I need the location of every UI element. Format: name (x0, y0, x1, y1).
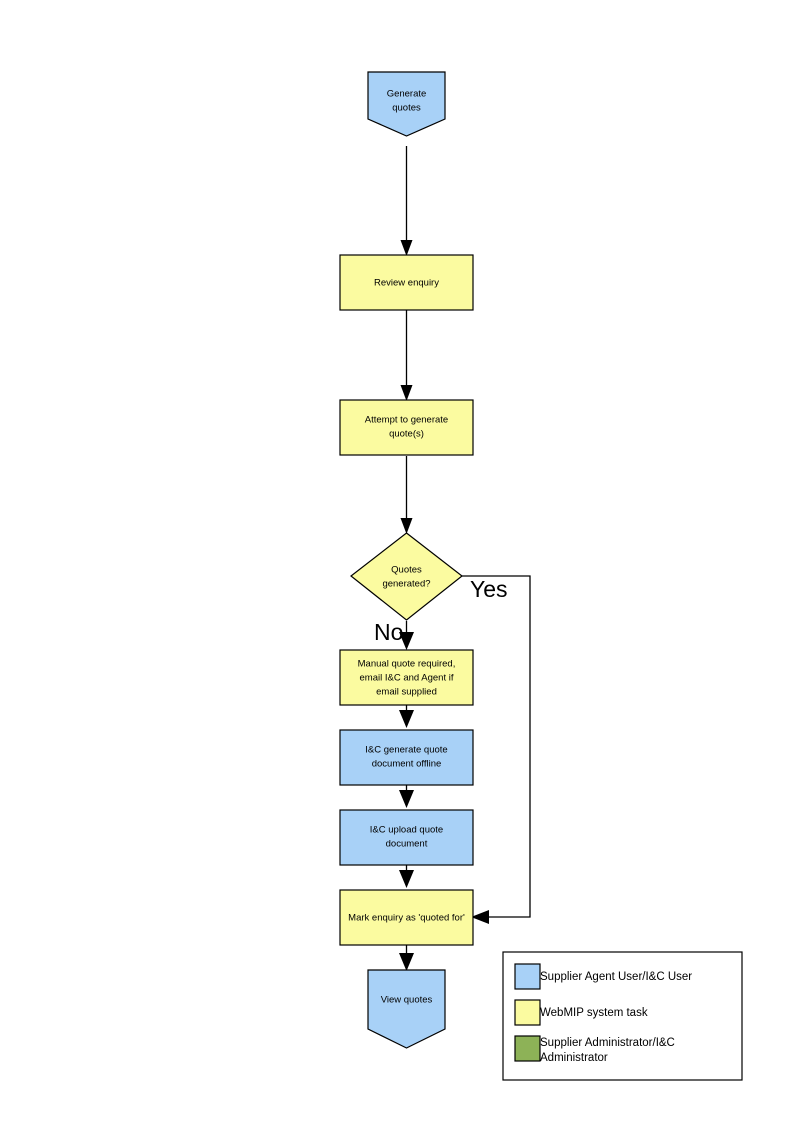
node-review-enquiry[interactable]: Review enquiry (339, 254, 474, 311)
node-generate-quotes[interactable]: Generate quotes (367, 71, 446, 137)
node-quotes-generated-decision[interactable]: Quotes generated? (350, 532, 463, 621)
node-label-line-0: I&C upload quote (370, 825, 443, 836)
legend-item-webmip-system-task: WebMIP system task (514, 999, 648, 1026)
arrowhead-view-quotes (399, 953, 414, 971)
node-label-line-1: document (386, 839, 428, 850)
node-shape-rect (339, 399, 474, 456)
legend-swatch-yellow (514, 999, 541, 1026)
arrowhead-review-enquiry (400, 240, 413, 256)
legend-label-line-0: Supplier Agent User/I&C User (540, 971, 692, 983)
arrowhead-ic-upload-document (399, 790, 414, 808)
node-ic-generate-quote-document-offline[interactable]: I&C generate quote document offline (339, 729, 474, 786)
connector-decision-yes-to-mark (462, 575, 531, 918)
node-label-line-0: Review enquiry (374, 278, 439, 289)
arrowhead-ic-generate-offline (399, 710, 414, 728)
legend: Supplier Agent User/I&C User WebMIP syst… (502, 951, 743, 1081)
arrowhead-attempt-generate (400, 385, 413, 401)
branch-label-no: No (374, 619, 403, 645)
legend-label-line-0: WebMIP system task (540, 1007, 648, 1019)
arrowhead-mark-quoted-for (399, 870, 414, 888)
node-label-line-1: document offline (372, 759, 442, 770)
node-label-line-1: generated? (382, 579, 430, 590)
node-label-line-1: quotes (392, 103, 421, 114)
node-label-line-0: View quotes (381, 995, 433, 1006)
node-label-line-0: Generate (387, 89, 427, 100)
node-shape-pentagon (367, 71, 446, 137)
legend-swatch-blue (514, 963, 541, 990)
node-manual-quote-required[interactable]: Manual quote required, email I&C and Age… (339, 649, 474, 706)
node-shape-rect (339, 254, 474, 311)
node-label-line-0: Attempt to generate (365, 415, 448, 426)
arrowhead-manual-quote (399, 632, 414, 650)
node-shape-rect (339, 809, 474, 866)
legend-item-supplier-administrator: Supplier Administrator/I&C Administrator (514, 1035, 675, 1064)
node-label-line-0: Quotes (391, 565, 422, 576)
node-label-line-1: quote(s) (389, 429, 424, 440)
node-label-line-2: email supplied (376, 687, 437, 698)
node-ic-upload-quote-document[interactable]: I&C upload quote document (339, 809, 474, 866)
node-shape-rect (339, 649, 474, 706)
branch-label-yes: Yes (470, 576, 508, 602)
node-label-line-0: I&C generate quote (365, 745, 447, 756)
legend-frame (502, 951, 743, 1081)
node-shape-rect (339, 729, 474, 786)
node-label-line-1: email I&C and Agent if (360, 673, 454, 684)
arrowhead-yes-into-mark (471, 910, 489, 924)
legend-label-line-0: Supplier Administrator/I&C (540, 1037, 675, 1049)
node-attempt-to-generate-quotes[interactable]: Attempt to generate quote(s) (339, 399, 474, 456)
legend-swatch-green (514, 1035, 541, 1062)
node-label-line-0: Manual quote required, (358, 659, 456, 670)
node-shape-diamond (350, 532, 463, 621)
legend-item-supplier-agent-user: Supplier Agent User/I&C User (514, 963, 692, 990)
node-mark-enquiry-as-quoted-for[interactable]: Mark enquiry as 'quoted for' (339, 889, 474, 946)
connectors (399, 146, 531, 971)
arrowhead-decision (400, 518, 413, 534)
node-shape-rect (339, 889, 474, 946)
node-view-quotes[interactable]: View quotes (367, 969, 446, 1049)
node-shape-pentagon (367, 969, 446, 1049)
legend-label-line-1: Administrator (540, 1052, 608, 1064)
node-label-line-0: Mark enquiry as 'quoted for' (348, 913, 465, 924)
